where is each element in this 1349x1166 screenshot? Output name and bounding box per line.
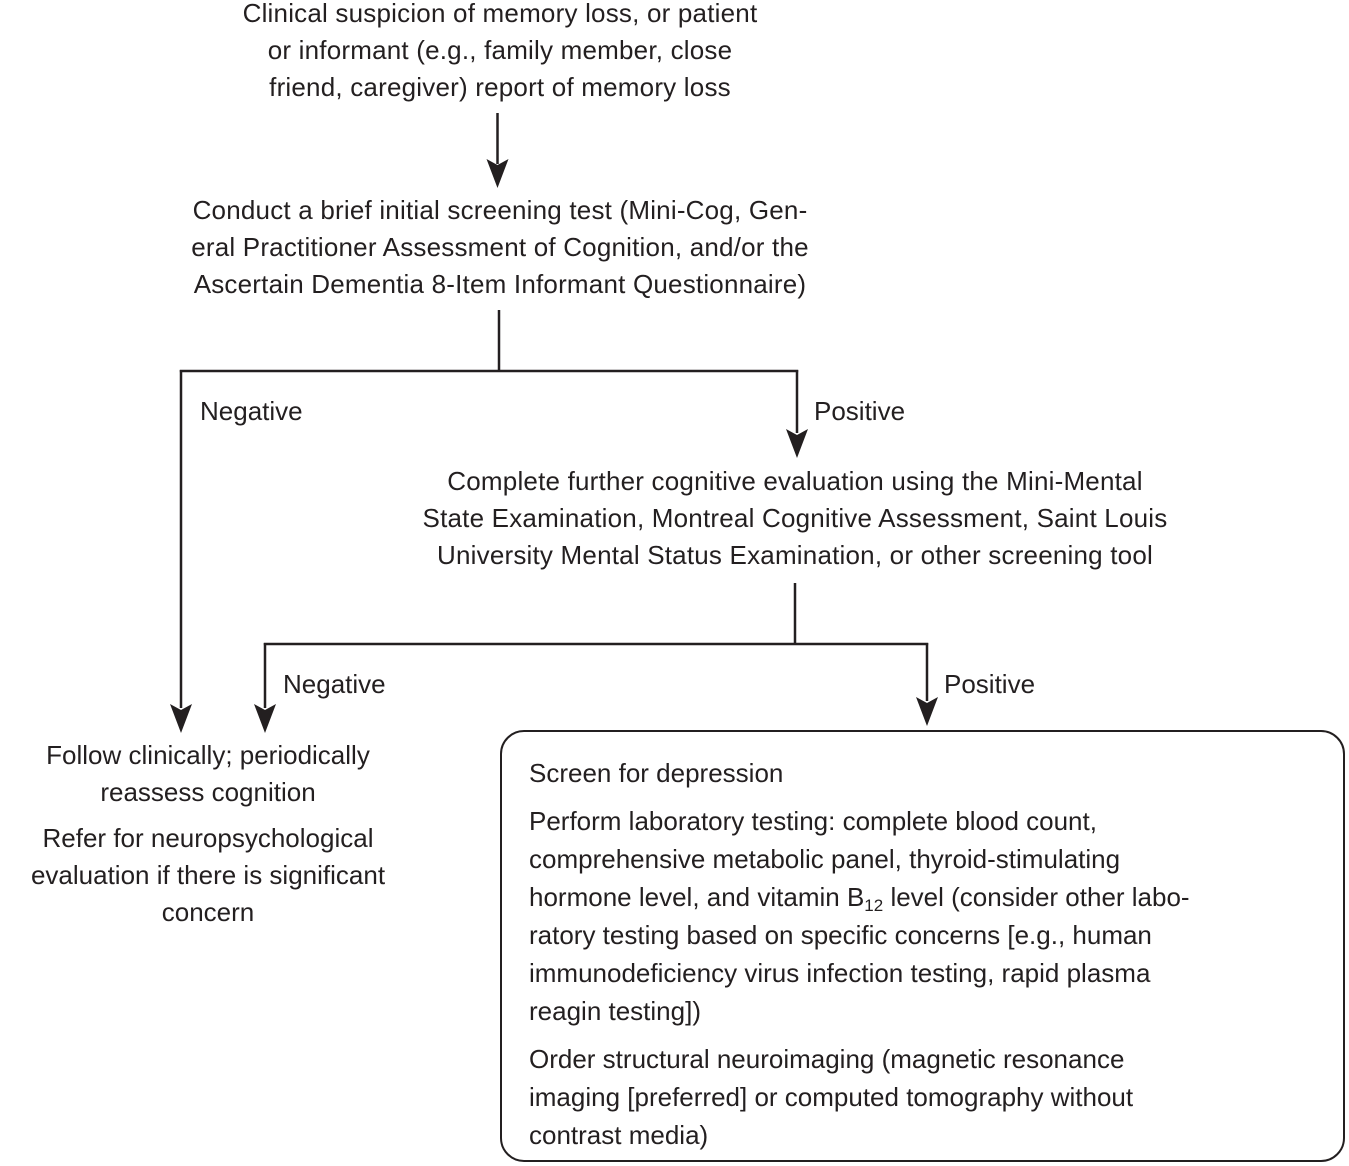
neuroimaging-line: contrast media) bbox=[529, 1120, 709, 1150]
refer-neuropsych-paragraph: Refer for neuropsychological evaluation … bbox=[0, 820, 422, 931]
follow-clinically-paragraph: Follow clinically; periodically reassess… bbox=[0, 737, 422, 811]
vitamin-b-text: hormone level, and vitamin B bbox=[529, 882, 865, 912]
node-initial-screening: Conduct a brief initial screening test (… bbox=[115, 192, 885, 303]
node-further-evaluation: Complete further cognitive evaluation us… bbox=[330, 463, 1260, 574]
branch1-positive-label: Positive bbox=[814, 396, 906, 426]
laboratory-testing-line: immunodeficiency virus infection testing… bbox=[529, 958, 1151, 988]
laboratory-testing-line: Perform laboratory testing: complete blo… bbox=[529, 806, 1097, 836]
node-further-evaluation-line: Complete further cognitive evaluation us… bbox=[447, 466, 1143, 496]
node-clinical-suspicion: Clinical suspicion of memory loss, or pa… bbox=[150, 0, 850, 106]
node-initial-screening-line: Ascertain Dementia 8-Item Informant Ques… bbox=[193, 269, 807, 299]
laboratory-testing-line: ratory testing based on specific concern… bbox=[529, 920, 1152, 950]
refer-neuropsych-line: concern bbox=[161, 897, 255, 927]
laboratory-testing-line: comprehensive metabolic panel, thyroid-s… bbox=[529, 844, 1121, 874]
node-clinical-suspicion-line: friend, caregiver) report of memory loss bbox=[269, 72, 731, 102]
arrow-branch2-positive-icon bbox=[916, 643, 938, 726]
node-further-evaluation-line: State Examination, Montreal Cognitive As… bbox=[422, 503, 1168, 533]
screen-depression-paragraph: Screen for depression bbox=[529, 754, 1325, 792]
laboratory-testing-paragraph: Perform laboratory testing: complete blo… bbox=[529, 802, 1325, 1030]
follow-clinically-line: reassess cognition bbox=[100, 777, 316, 807]
node-initial-screening-line: Conduct a brief initial screening test (… bbox=[192, 195, 808, 225]
node-workup-box: Screen for depression Perform laboratory… bbox=[500, 730, 1345, 1162]
arrow-branch1-negative-icon bbox=[170, 370, 192, 733]
node-initial-screening-line: eral Practitioner Assessment of Cognitio… bbox=[191, 232, 809, 262]
node-further-evaluation-line: University Mental Status Examination, or… bbox=[437, 540, 1153, 570]
arrow-branch2-negative-icon bbox=[254, 643, 276, 733]
follow-clinically-line: Follow clinically; periodically bbox=[46, 740, 370, 770]
branch1-connector bbox=[179, 310, 799, 373]
vitamin-b-text-cont: level (consider other labo- bbox=[883, 882, 1190, 912]
neuroimaging-paragraph: Order structural neuroimaging (magnetic … bbox=[529, 1040, 1325, 1154]
node-clinical-suspicion-line: or informant (e.g., family member, close bbox=[267, 35, 733, 65]
node-clinical-suspicion-line: Clinical suspicion of memory loss, or pa… bbox=[242, 0, 758, 28]
neuroimaging-line: Order structural neuroimaging (magnetic … bbox=[529, 1044, 1125, 1074]
arrow-suspicion-to-screening-icon bbox=[486, 113, 509, 188]
branch1-negative-label: Negative bbox=[200, 396, 303, 426]
node-follow-clinically: Follow clinically; periodically reassess… bbox=[0, 737, 422, 940]
neuroimaging-line: imaging [preferred] or computed tomograp… bbox=[529, 1082, 1134, 1112]
branch2-connector bbox=[263, 583, 929, 646]
branch2-positive-label: Positive bbox=[944, 669, 1036, 699]
refer-neuropsych-line: evaluation if there is significant bbox=[30, 860, 386, 890]
vitamin-b12-subscript: 12 bbox=[864, 896, 884, 915]
branch2-negative-label: Negative bbox=[283, 669, 386, 699]
arrow-branch1-positive-icon bbox=[786, 370, 808, 458]
refer-neuropsych-line: Refer for neuropsychological bbox=[42, 823, 374, 853]
screen-depression-line: Screen for depression bbox=[529, 758, 784, 788]
laboratory-testing-line: reagin testing]) bbox=[529, 996, 701, 1026]
laboratory-testing-line: hormone level, and vitamin B12 level (co… bbox=[529, 878, 1325, 916]
